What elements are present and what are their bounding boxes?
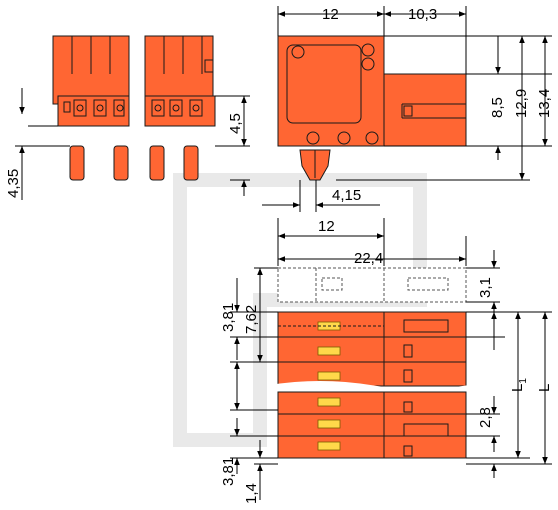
- dimension-top-12: 12 10,3: [277, 6, 467, 74]
- dim-label-bottom-12: 12: [318, 218, 335, 235]
- dim-label-1-4: 1,4: [243, 483, 260, 504]
- dimension-7-62: 7,62: [243, 267, 278, 363]
- dimension-3-81-bottom: 3,81: [220, 418, 278, 486]
- dimension-4-5: 4,5: [215, 95, 250, 196]
- dimension-4-35: 4,35: [5, 88, 70, 200]
- connector-bottom-block: [277, 391, 467, 459]
- dimension-2-8: 2,8: [466, 396, 500, 452]
- dim-label-3-1: 3,1: [477, 277, 494, 298]
- dimension-L: L: [466, 311, 553, 478]
- dimension-left-mid: [230, 361, 278, 411]
- dim-label-4-15: 4,15: [332, 187, 361, 204]
- dim-label-3-81-top: 3,81: [220, 303, 237, 332]
- dimension-1-4: 1,4: [243, 440, 278, 504]
- dimension-bottom-12: 12: [277, 218, 385, 266]
- dimension-right-heights: 8,5 12,9 13,4: [336, 35, 553, 181]
- dim-label-4-5: 4,5: [227, 113, 244, 134]
- dimension-4-15: 4,15: [262, 180, 380, 212]
- front-view-right-part: [144, 35, 216, 181]
- dim-label-4-35: 4,35: [5, 169, 22, 198]
- dim-label-8-5: 8,5: [489, 97, 506, 118]
- dim-label-13-4: 13,4: [536, 89, 553, 118]
- dimension-3-1: 3,1: [466, 250, 500, 318]
- dim-label-22-4: 22,4: [354, 250, 383, 267]
- dim-label-top-10-3: 10,3: [408, 6, 437, 23]
- dim-label-2-8: 2,8: [477, 407, 494, 428]
- dimension-3-81-top: 3,81: [220, 278, 278, 360]
- dim-label-7-62: 7,62: [243, 305, 260, 334]
- dimension-22-4: 22,4: [278, 236, 467, 267]
- side-view-part: [277, 35, 467, 181]
- dim-label-L1: L1: [509, 378, 529, 392]
- dim-label-3-81-bottom: 3,81: [220, 457, 237, 486]
- break-line: [269, 381, 471, 395]
- dim-label-12-9: 12,9: [513, 89, 530, 118]
- dim-label-top-12: 12: [322, 6, 339, 23]
- mating-part-outline: [277, 267, 467, 303]
- dim-label-L: L: [536, 384, 553, 392]
- front-view-left-part: [52, 35, 130, 181]
- connector-top-block: [277, 311, 467, 387]
